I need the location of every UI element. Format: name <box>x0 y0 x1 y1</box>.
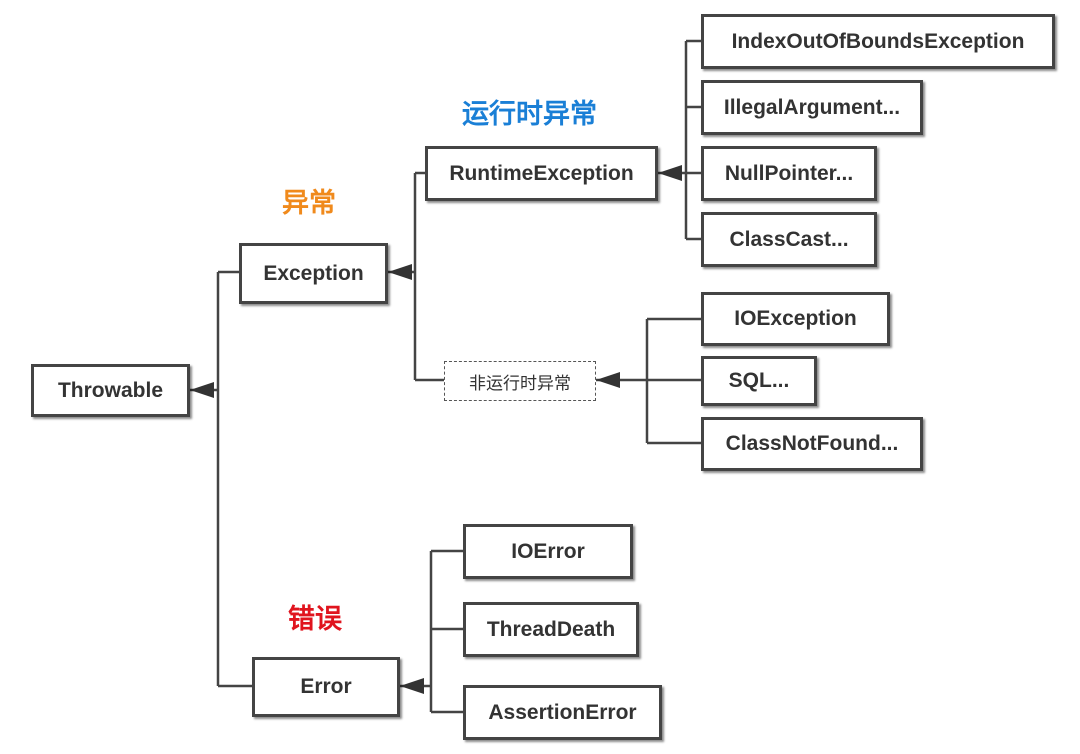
arrow-to-nonruntime <box>596 372 620 388</box>
connector-error-children <box>400 549 463 714</box>
node-error: Error <box>252 657 400 717</box>
connector-nonruntime-children <box>596 317 701 445</box>
label-exception: 异常 <box>282 188 336 219</box>
node-null-pointer: NullPointer... <box>701 146 877 201</box>
node-thread-death: ThreadDeath <box>463 602 639 657</box>
arrow-to-runtime <box>658 165 682 181</box>
node-non-runtime-exception: 非运行时异常 <box>444 361 596 401</box>
node-illegal-argument: IllegalArgument... <box>701 80 923 135</box>
label-error: 错误 <box>288 604 342 635</box>
node-io-error: IOError <box>463 524 633 579</box>
node-class-cast: ClassCast... <box>701 212 877 267</box>
connector-exception-children <box>388 171 444 382</box>
connector-runtime-children <box>658 39 701 241</box>
node-io-exception: IOException <box>701 292 890 346</box>
arrow-to-throwable <box>190 382 214 398</box>
node-sql: SQL... <box>701 356 817 406</box>
connector-throwable-children <box>190 270 252 688</box>
arrow-to-exception <box>388 264 412 280</box>
arrow-to-error <box>400 678 424 694</box>
node-assertion-error: AssertionError <box>463 685 662 740</box>
node-throwable: Throwable <box>31 364 190 417</box>
node-class-not-found: ClassNotFound... <box>701 417 923 471</box>
label-runtime: 运行时异常 <box>462 99 597 130</box>
node-exception: Exception <box>239 243 388 304</box>
node-runtime-exception: RuntimeException <box>425 146 658 201</box>
node-index-out-of-bounds: IndexOutOfBoundsException <box>701 14 1055 69</box>
